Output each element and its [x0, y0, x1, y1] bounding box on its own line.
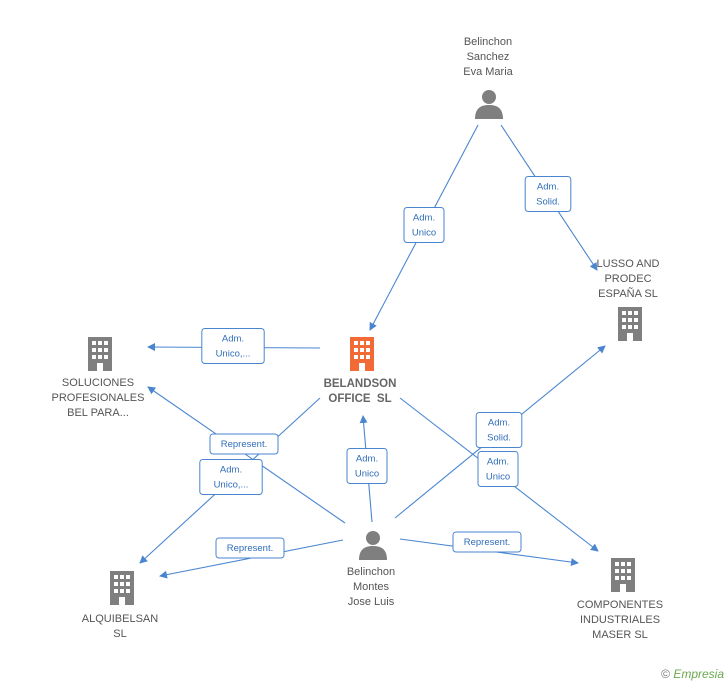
- node-label: BELANDSON: [324, 378, 397, 390]
- edge-label-box: [452, 531, 522, 553]
- building-icon: [611, 558, 635, 592]
- node-label: PROFESIONALES: [52, 392, 145, 404]
- edge-label-text: Adm.: [220, 465, 242, 476]
- edge-label-text: Solid.: [536, 197, 560, 208]
- edge-labels-layer: Adm.UnicoAdm.Solid.Adm.Unico,...Adm.Unic…: [199, 176, 572, 559]
- edge-label-e9[interactable]: Adm. Unico: [477, 451, 519, 487]
- edge-label-box: [215, 537, 285, 559]
- node-label: COMPONENTES: [577, 599, 663, 611]
- edge-label-box: [475, 412, 523, 448]
- edge-label-box: [477, 451, 519, 487]
- edge-label-e4[interactable]: Adm. Unico: [346, 448, 388, 484]
- edge-label-text: Adm.: [356, 454, 378, 465]
- node-label: Sanchez: [467, 51, 510, 63]
- edge-label-text: Unico: [355, 469, 379, 480]
- node-label: INDUSTRIALES: [580, 614, 660, 626]
- edge-label-text: Unico,...: [214, 480, 249, 491]
- node-soluciones[interactable]: SOLUCIONES PROFESIONALES BEL PARA...: [52, 337, 145, 419]
- node-label: SOLUCIONES: [62, 377, 134, 389]
- edge-label-text: Unico: [412, 228, 436, 239]
- node-label: Belinchon: [464, 36, 512, 48]
- edge-label-box: [209, 433, 279, 455]
- node-label: BEL PARA...: [67, 407, 129, 419]
- node-label: LUSSO AND: [597, 258, 660, 270]
- node-label: MASER SL: [592, 629, 648, 641]
- edge-label-box: [346, 448, 388, 484]
- edge-label-box: [201, 328, 265, 364]
- person-icon: [359, 531, 387, 560]
- edge-label-text: Represent.: [464, 537, 510, 548]
- edge-label-e6[interactable]: Adm. Unico,...: [199, 459, 263, 495]
- edge-label-text: Represent.: [221, 439, 267, 450]
- edge-belinchon-montes-to-soluciones: [147, 386, 346, 524]
- edge-label-text: Represent.: [227, 543, 273, 554]
- node-label: Jose Luis: [348, 596, 395, 608]
- edge-label-box: [199, 459, 263, 495]
- node-belandson[interactable]: BELANDSON OFFICE SL: [324, 337, 397, 405]
- edge-label-e5[interactable]: Represent.: [209, 433, 279, 455]
- edge-label-text: Solid.: [487, 433, 511, 444]
- edge-label-e1[interactable]: Adm. Unico: [403, 207, 445, 243]
- edge-label-text: Unico: [486, 472, 510, 483]
- edge-label-text: Unico,...: [216, 349, 251, 360]
- node-label: OFFICE SL: [328, 393, 391, 405]
- node-alquibelsan[interactable]: ALQUIBELSAN SL: [82, 571, 158, 640]
- node-componentes[interactable]: COMPONENTES INDUSTRIALES MASER SL: [577, 558, 663, 641]
- person-icon: [475, 90, 503, 119]
- node-label: ALQUIBELSAN: [82, 613, 158, 625]
- edge-label-text: Adm.: [487, 457, 509, 468]
- node-label: SL: [113, 628, 126, 640]
- footer-brand[interactable]: © Empresia: [661, 667, 724, 681]
- brand-logo: Empresia: [673, 667, 724, 681]
- building-icon: [618, 307, 642, 341]
- edge-label-e8[interactable]: Adm. Solid.: [475, 412, 523, 448]
- copyright-icon: ©: [661, 667, 670, 681]
- edge-label-text: Adm.: [222, 334, 244, 345]
- node-label: Eva Maria: [463, 66, 513, 78]
- edge-label-box: [524, 176, 572, 212]
- edge-label-text: Adm.: [537, 182, 559, 193]
- node-label: ESPAÑA SL: [598, 287, 658, 300]
- edge-label-box: [403, 207, 445, 243]
- building-icon: [88, 337, 112, 371]
- edge-label-e7[interactable]: Represent.: [215, 537, 285, 559]
- edge-label-e3[interactable]: Adm. Unico,...: [201, 328, 265, 364]
- node-label: Belinchon: [347, 566, 395, 578]
- building-icon: [350, 337, 374, 371]
- node-lusso[interactable]: LUSSO AND PRODEC ESPAÑA SL: [597, 258, 660, 341]
- edge-label-text: Adm.: [413, 213, 435, 224]
- edge-label-e2[interactable]: Adm. Solid.: [524, 176, 572, 212]
- edge-label-e10[interactable]: Represent.: [452, 531, 522, 553]
- building-icon: [110, 571, 134, 605]
- node-label: PRODEC: [604, 273, 651, 285]
- node-label: Montes: [353, 581, 390, 593]
- edge-label-text: Adm.: [488, 418, 510, 429]
